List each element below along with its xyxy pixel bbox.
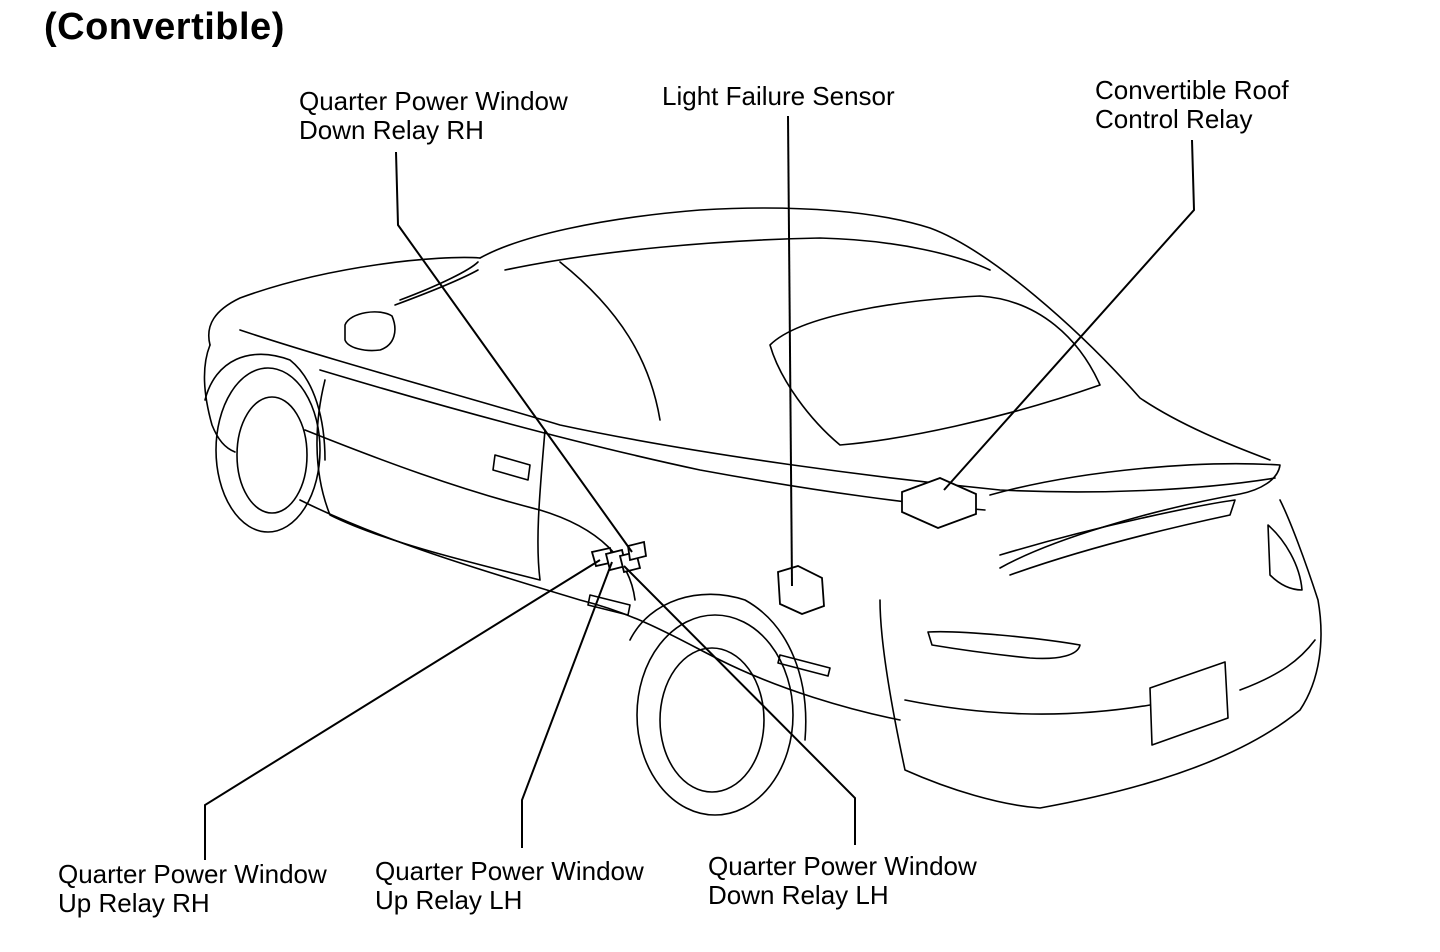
label-line: Up Relay RH xyxy=(58,888,210,918)
car-beltline xyxy=(239,329,1276,493)
label-quarter-power-window-up-relay-rh: Quarter Power Window Up Relay RH xyxy=(58,860,327,918)
car-taillight-left xyxy=(927,630,1081,660)
car-rear-wheel-arch xyxy=(629,593,807,741)
label-line: Quarter Power Window xyxy=(58,859,327,889)
leader-light-failure-sensor xyxy=(787,115,793,587)
label-quarter-power-window-down-relay-lh: Quarter Power Window Down Relay LH xyxy=(708,852,977,910)
label-line: Light Failure Sensor xyxy=(662,81,895,111)
label-quarter-power-window-up-relay-lh: Quarter Power Window Up Relay LH xyxy=(375,857,644,915)
car-roof-inner xyxy=(504,237,991,271)
label-line: Convertible Roof xyxy=(1095,75,1289,105)
car-side-marker xyxy=(587,594,831,677)
leader-quarter-power-window-up-relay-rh xyxy=(204,559,601,860)
label-line: Quarter Power Window xyxy=(299,86,568,116)
car-side-molding xyxy=(304,429,636,601)
car-bumper-line xyxy=(904,639,1316,715)
relay-cluster xyxy=(590,540,648,574)
car-outline xyxy=(203,207,1322,816)
car-taillight-right xyxy=(1267,524,1303,591)
convertible-roof-control-relay-box xyxy=(901,477,977,529)
car-hood xyxy=(208,256,481,346)
leader-lines xyxy=(204,115,1196,860)
car-windshield xyxy=(394,261,479,306)
label-line: Control Relay xyxy=(1095,104,1253,134)
leader-convertible-roof-control-relay xyxy=(943,139,1196,491)
light-failure-sensor-box xyxy=(777,565,825,615)
label-quarter-power-window-down-relay-rh: Quarter Power Window Down Relay RH xyxy=(299,87,568,145)
diagram-title: (Convertible) xyxy=(44,6,285,48)
label-line: Quarter Power Window xyxy=(708,851,977,881)
car-front-wheel-arch xyxy=(204,353,326,461)
car-license-plate xyxy=(1149,661,1229,746)
car-rear-wheel-hub xyxy=(659,647,765,793)
car-spoiler xyxy=(999,499,1236,576)
car-rear-body xyxy=(879,499,1322,809)
label-light-failure-sensor: Light Failure Sensor xyxy=(662,82,895,111)
leader-quarter-power-window-down-relay-lh xyxy=(623,565,856,845)
car-trunk-lid xyxy=(989,462,1281,569)
label-line: Up Relay LH xyxy=(375,885,523,915)
quarter-power-window-down-relay-rh-box xyxy=(626,540,648,562)
car-rear-wheel xyxy=(636,614,794,816)
car-rear-window xyxy=(769,295,1101,446)
leader-quarter-power-window-up-relay-lh xyxy=(521,561,613,848)
label-convertible-roof-control-relay: Convertible Roof Control Relay xyxy=(1095,76,1289,134)
car-front xyxy=(203,344,236,453)
car-door-handle xyxy=(492,454,531,481)
car-side-mirror xyxy=(344,311,396,352)
car-front-wheel xyxy=(215,367,321,533)
leader-quarter-power-window-down-relay-rh xyxy=(395,151,633,553)
label-line: Down Relay LH xyxy=(708,880,889,910)
car-roof-outline xyxy=(479,207,1271,461)
label-line: Quarter Power Window xyxy=(375,856,644,886)
car-roof-seam xyxy=(559,261,661,421)
label-line: Down Relay RH xyxy=(299,115,484,145)
car-rocker xyxy=(299,499,901,721)
car-front-wheel-hub xyxy=(236,396,308,514)
